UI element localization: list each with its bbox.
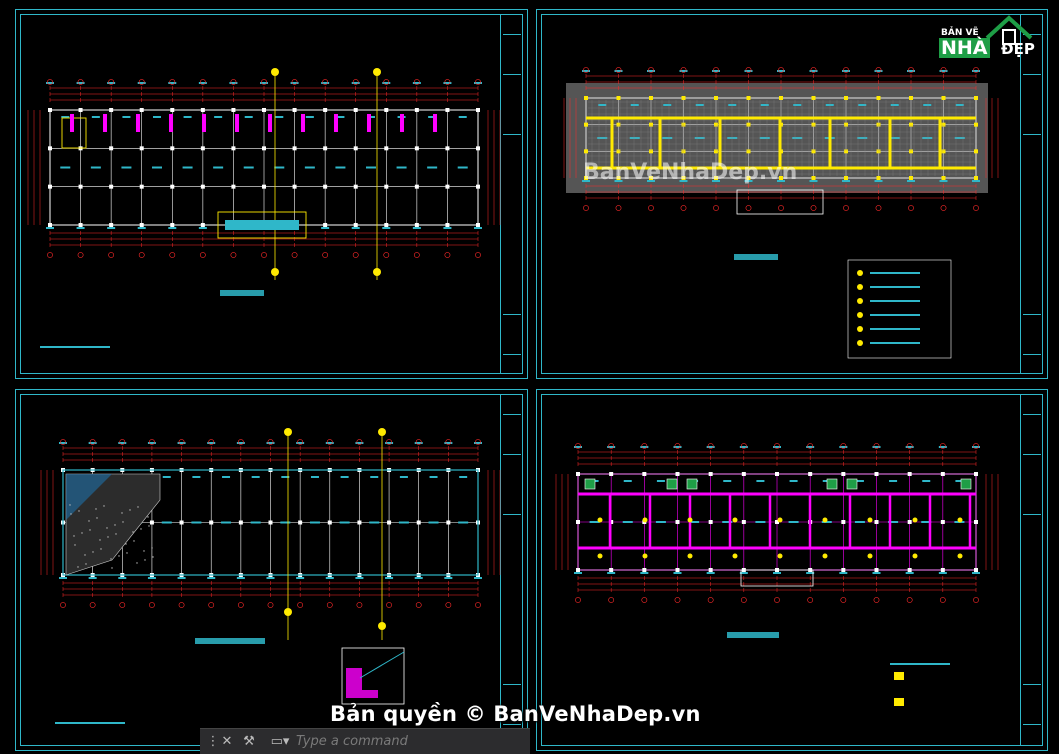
title-block bbox=[1020, 394, 1043, 746]
title-block bbox=[1020, 14, 1043, 374]
sheet-inner-border bbox=[541, 394, 1043, 746]
title-block bbox=[500, 394, 523, 746]
drawing-title-bar bbox=[727, 632, 779, 638]
drawing-title-bar bbox=[220, 290, 264, 296]
logo-dep-text: ĐẸP bbox=[1001, 40, 1035, 58]
grip-icon[interactable]: ⋮ bbox=[206, 734, 220, 749]
copyright-watermark: Bản quyền © BanVeNhaDep.vn bbox=[330, 702, 701, 726]
brand-logo: BẢN VẼ NHÀ ĐẸP bbox=[935, 10, 1045, 66]
logo-nhi-text: NHÀ bbox=[939, 37, 990, 59]
sheet-inner-border bbox=[541, 14, 1043, 374]
command-history-icon[interactable]: ▭▾ bbox=[270, 734, 290, 749]
command-line-bar: ⋮ ✕ ⚒ ▭▾ bbox=[200, 728, 530, 754]
drawing-sheet-top-left[interactable] bbox=[15, 9, 528, 379]
drawing-title-bar bbox=[195, 638, 265, 644]
close-icon[interactable]: ✕ bbox=[221, 734, 233, 749]
watermark-center: BanVeNhaDep.vn bbox=[583, 160, 798, 185]
command-input[interactable] bbox=[296, 733, 526, 750]
house-icon bbox=[985, 15, 1033, 45]
drawing-sheet-bottom-right[interactable] bbox=[536, 389, 1048, 751]
logo-top-text: BẢN VẼ bbox=[941, 28, 979, 38]
sheet-inner-border bbox=[20, 14, 523, 374]
drawing-sheet-top-right[interactable] bbox=[536, 9, 1048, 379]
title-block bbox=[500, 14, 523, 374]
wrench-icon[interactable]: ⚒ bbox=[243, 734, 255, 749]
drawing-title-bar bbox=[734, 254, 778, 260]
